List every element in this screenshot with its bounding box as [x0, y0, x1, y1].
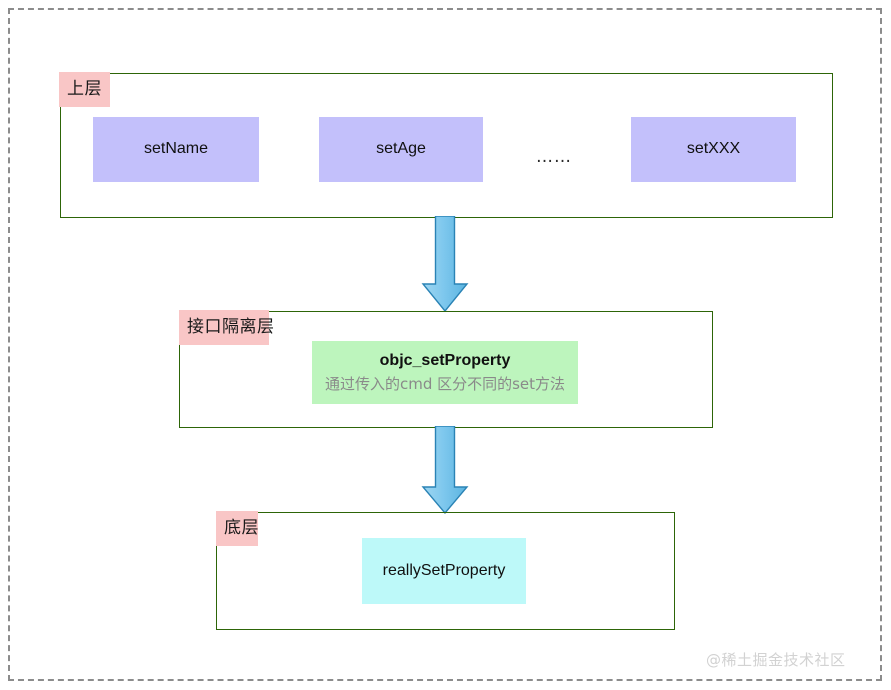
node-really-set-property-label: reallySetProperty [382, 561, 506, 579]
arrow-interface-to-bottom [421, 425, 469, 515]
upper-layer-tag: 上层 [59, 72, 110, 107]
interface-isolation-layer-tag: 接口隔离层 [179, 310, 274, 345]
node-set-xxx[interactable]: setXXX [631, 117, 796, 182]
node-set-name[interactable]: setName [93, 117, 259, 182]
node-objc-set-property-sublabel: 通过传入的cmd 区分不同的set方法 [324, 374, 566, 393]
node-set-xxx-label: setXXX [686, 140, 741, 158]
node-objc-set-property-label: objc_setProperty [379, 352, 511, 370]
node-really-set-property[interactable]: reallySetProperty [362, 538, 526, 604]
node-set-name-label: setName [143, 140, 209, 158]
upper-layer-ellipsis: …… [536, 147, 572, 167]
watermark: @稀土掘金技术社区 [706, 651, 846, 669]
node-set-age-label: setAge [376, 140, 426, 158]
bottom-layer-tag: 底层 [216, 511, 259, 546]
bottom-layer-container [216, 512, 675, 630]
arrow-upper-to-interface [421, 215, 469, 313]
node-set-age[interactable]: setAge [319, 117, 483, 182]
node-objc-set-property[interactable]: objc_setProperty 通过传入的cmd 区分不同的set方法 [312, 341, 578, 404]
